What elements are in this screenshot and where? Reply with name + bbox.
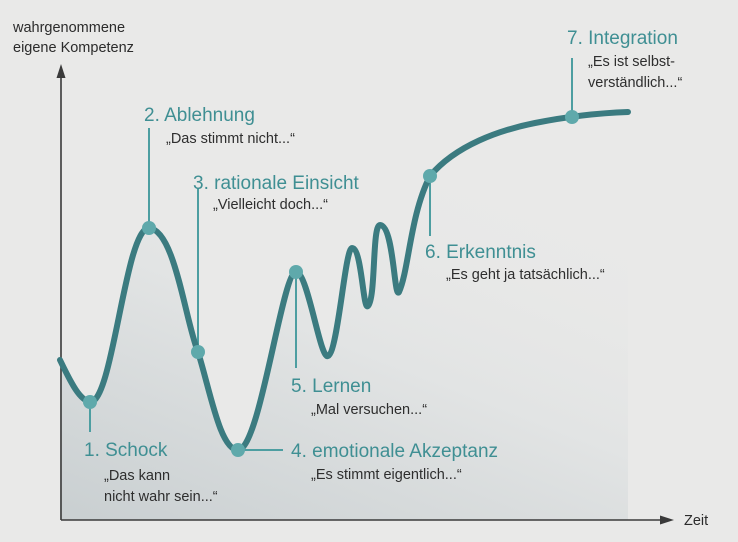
phase-3-quote: „Vielleicht doch...“ — [213, 197, 328, 213]
phase-markers — [83, 110, 579, 457]
phase-5-title: 5. Lernen — [291, 376, 372, 397]
under-curve-shading — [60, 112, 628, 520]
marker-erkenntnis — [423, 169, 437, 183]
x-axis-arrow — [660, 515, 674, 525]
phase-1-title: 1. Schock — [84, 440, 168, 461]
marker-schock — [83, 395, 97, 409]
phase-7-title: 7. Integration — [567, 28, 678, 49]
phase-5-quote: „Mal versuchen...“ — [311, 402, 428, 418]
phase-2-title: 2. Ablehnung — [144, 105, 255, 126]
phase-4-title: 4. emotionale Akzeptanz — [291, 441, 499, 462]
phase-3-title: 3. rationale Einsicht — [193, 173, 359, 194]
marker-ablehnung — [142, 221, 156, 235]
x-axis-label: Zeit — [684, 513, 709, 529]
phase-7-quote: „Es ist selbst- verständlich...“ — [588, 54, 683, 91]
marker-einsicht — [191, 345, 205, 359]
phase-6-title: 6. Erkenntnis — [425, 242, 536, 263]
marker-lernen — [289, 265, 303, 279]
phase-4-quote: „Es stimmt eigentlich...“ — [311, 467, 462, 483]
y-axis-label: wahrgenommene eigene Kompetenz — [13, 20, 134, 56]
phase-6-quote: „Es geht ja tatsächlich...“ — [446, 267, 605, 283]
phase-2-quote: „Das stimmt nicht...“ — [166, 131, 295, 147]
change-curve — [57, 109, 631, 453]
marker-integration — [565, 110, 579, 124]
marker-akzeptanz — [231, 443, 245, 457]
y-axis-arrow — [56, 64, 66, 78]
phase-1-quote: „Das kann nicht wahr sein...“ — [104, 468, 218, 505]
